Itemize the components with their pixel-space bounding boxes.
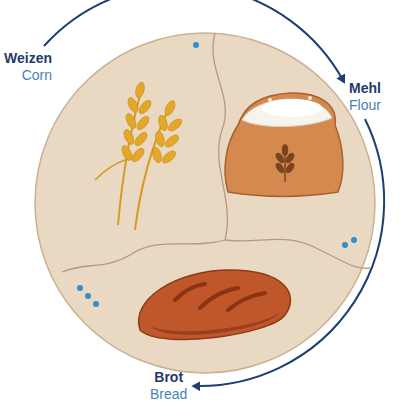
german-term: Brot	[150, 369, 187, 386]
cycle-arrow	[44, 0, 344, 82]
german-term: Weizen	[4, 50, 52, 67]
bread-label: BrotBread	[150, 369, 187, 403]
grain-label: WeizenCorn	[4, 50, 52, 84]
english-term: Bread	[150, 386, 187, 403]
flour-label: MehlFlour	[349, 80, 381, 114]
english-term: Corn	[4, 67, 52, 84]
cycle-arrow	[193, 119, 384, 386]
german-term: Mehl	[349, 80, 381, 97]
english-term: Flour	[349, 97, 381, 114]
